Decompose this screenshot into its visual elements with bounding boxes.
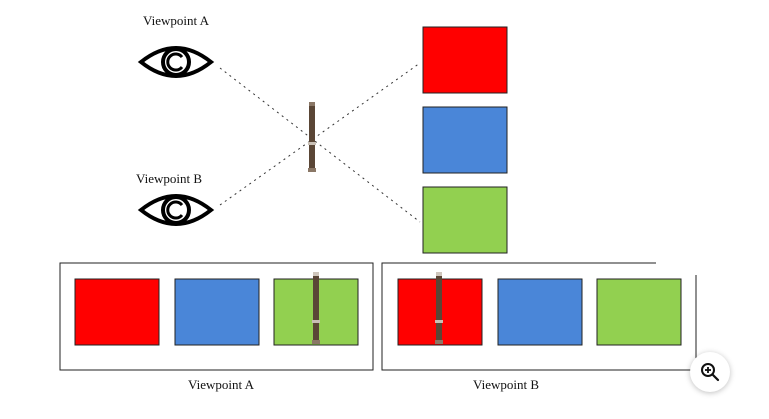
pole-icon xyxy=(312,272,320,344)
viewpoint-a-caption: Viewpoint A xyxy=(188,377,255,392)
zoom-in-button[interactable] xyxy=(690,352,730,392)
zoom-in-icon xyxy=(701,363,720,382)
green-square xyxy=(596,278,682,346)
viewpoint-b-frame xyxy=(381,262,697,371)
pole-icon xyxy=(435,272,443,344)
eye-icon xyxy=(137,194,215,226)
eye-icon xyxy=(137,46,215,78)
pole-icon xyxy=(308,102,316,172)
viewpoint-b-label: Viewpoint B xyxy=(136,171,203,186)
red-square xyxy=(74,278,160,346)
sight-line-a xyxy=(219,67,421,223)
blue-square xyxy=(497,278,583,346)
sight-lines xyxy=(219,62,421,223)
viewpoint-b-caption: Viewpoint B xyxy=(473,377,540,392)
red-square xyxy=(422,26,508,94)
viewpoint-a-frame xyxy=(59,262,374,371)
blue-square xyxy=(422,106,508,174)
viewpoint-a-label: Viewpoint A xyxy=(143,13,210,28)
sight-line-b xyxy=(219,62,421,206)
blue-square xyxy=(174,278,260,346)
green-square xyxy=(422,186,508,254)
